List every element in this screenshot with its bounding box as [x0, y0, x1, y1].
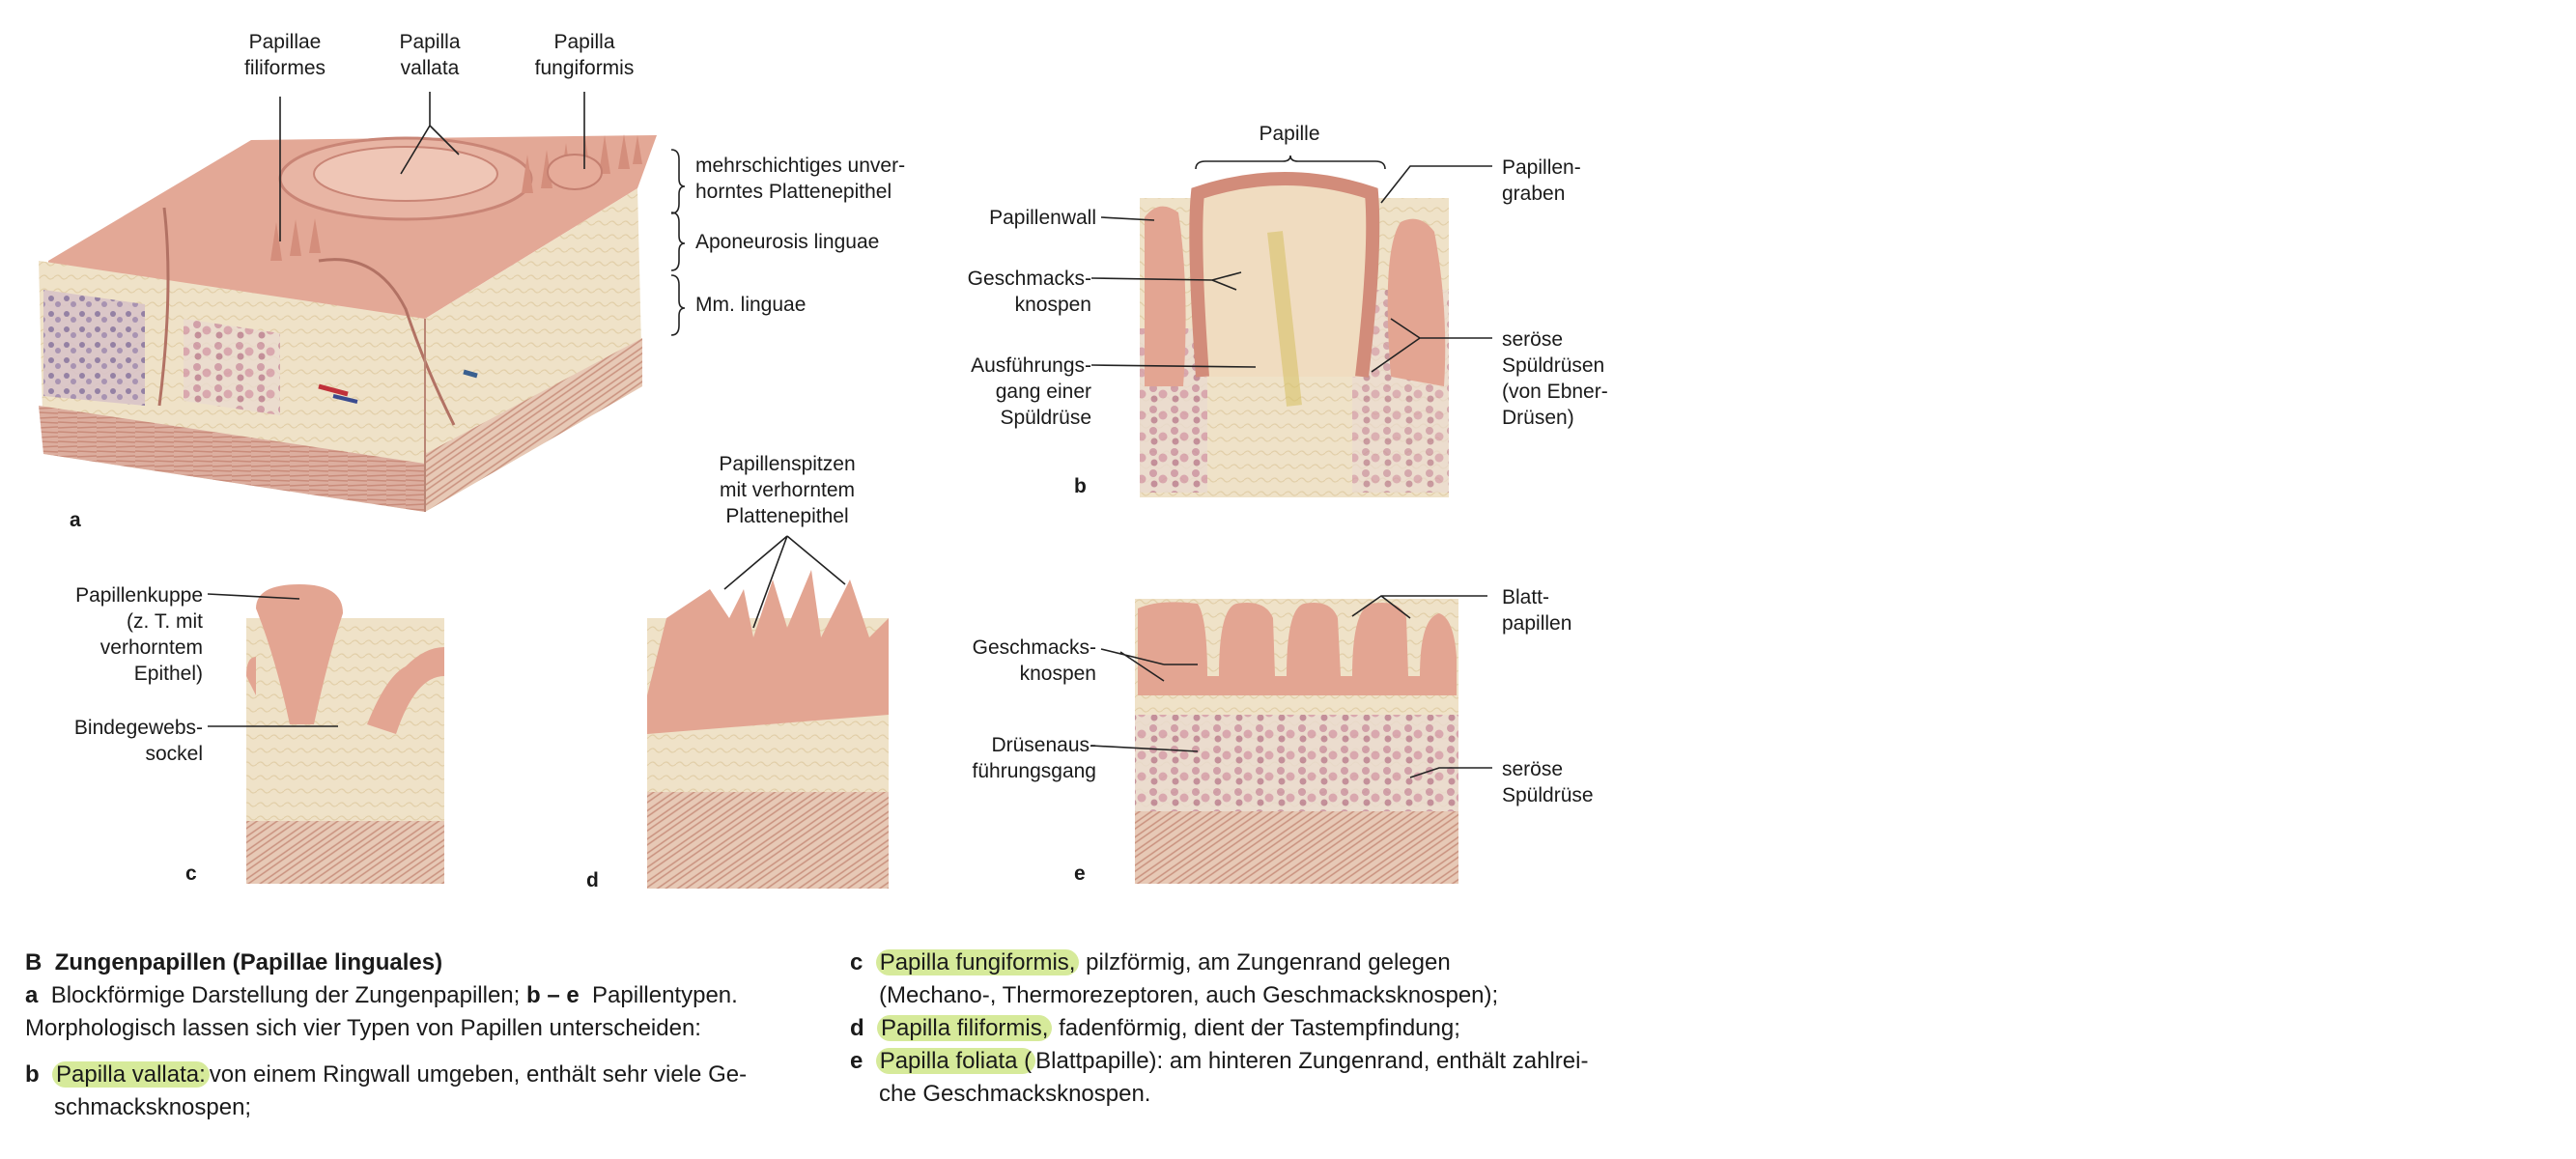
leader-lines [207, 92, 1492, 778]
caption-left: B Zungenpapillen (Papillae linguales) a … [25, 947, 827, 1124]
highlight-papilla-vallata: Papilla vallata: [52, 1061, 210, 1088]
label-papillenkuppe: Papillenkuppe (z. T. mit verhorntem Epit… [75, 584, 203, 685]
panel-letter-c: c [185, 862, 197, 885]
label-ausfuehrungsgang: Ausführungs- gang einer Spüldrüse [971, 354, 1091, 429]
label-geschmacksknospen-b: Geschmacks- knospen [967, 268, 1091, 316]
panel-a-block [39, 134, 657, 512]
panel-letter-d: d [586, 869, 599, 891]
panel-c-section [246, 584, 444, 884]
panel-letter-a: a [70, 509, 81, 531]
label-papillengraben: Papillen- graben [1502, 156, 1581, 205]
label-papilla-fungiformis: Papilla fungiformis [534, 31, 635, 79]
label-papillae-filiformes: Papillae filiformes [243, 31, 326, 79]
caption-e: e Papilla foliata (Blattpapille): am hin… [850, 1048, 1589, 1074]
label-papillenwall: Papillenwall [989, 207, 1096, 229]
panel-letter-e: e [1074, 862, 1086, 885]
label-mm-linguae: Mm. linguae [695, 294, 807, 316]
caption-right: c Papilla fungiformis, pilzförmig, am Zu… [850, 947, 1719, 1111]
caption-a-line2: Morphologisch lassen sich vier Typen von… [25, 1015, 701, 1041]
caption-b: b Papilla vallata:von einem Ringwall umg… [25, 1061, 748, 1088]
label-druesenausfuehrungsgang: Drüsenaus- führungsgang [972, 734, 1096, 782]
caption-a: a Blockförmige Darstellung der Zungenpap… [25, 982, 738, 1008]
panel-e-section [1135, 599, 1458, 884]
label-papille: Papille [1259, 123, 1320, 145]
caption-d: d Papilla filiformis, fadenförmig, dient… [850, 1015, 1460, 1041]
panel-d-section [647, 570, 889, 889]
label-geschmacksknospen-e: Geschmacks- knospen [972, 636, 1096, 685]
highlight-papilla-filiformis: Papilla filiformis, [877, 1015, 1053, 1041]
label-seroese-b: seröse Spüldrüsen (von Ebner- Drüsen) [1502, 328, 1608, 429]
panel-letter-b: b [1074, 475, 1087, 497]
label-aponeurosis: Aponeurosis linguae [695, 231, 880, 253]
label-papilla-vallata: Papilla vallata [399, 31, 461, 79]
panel-b-section [1140, 172, 1449, 497]
caption-e-line2: che Geschmacksknospen. [879, 1081, 1151, 1107]
highlight-papilla-foliata: Papilla foliata ( [875, 1048, 1036, 1074]
caption-b-line2: schmacksknospen; [54, 1094, 252, 1120]
label-blattpapillen: Blatt- papillen [1502, 586, 1572, 635]
caption-title: B Zungenpapillen (Papillae linguales) [25, 949, 443, 975]
label-bindegewebssockel: Bindegewebs- sockel [73, 717, 203, 765]
label-papillenspitzen: Papillenspitzen mit verhorntem Plattenep… [719, 453, 856, 527]
label-epithel: mehrschichtiges unver- horntes Plattenep… [695, 155, 906, 203]
caption-c-line2: (Mechano-, Thermorezeptoren, auch Geschm… [879, 982, 1499, 1008]
caption-c: c Papilla fungiformis, pilzförmig, am Zu… [850, 949, 1451, 975]
label-seroese-e: seröse Spüldrüse [1502, 758, 1594, 806]
highlight-papilla-fungiformis: Papilla fungiformis, [875, 949, 1080, 975]
